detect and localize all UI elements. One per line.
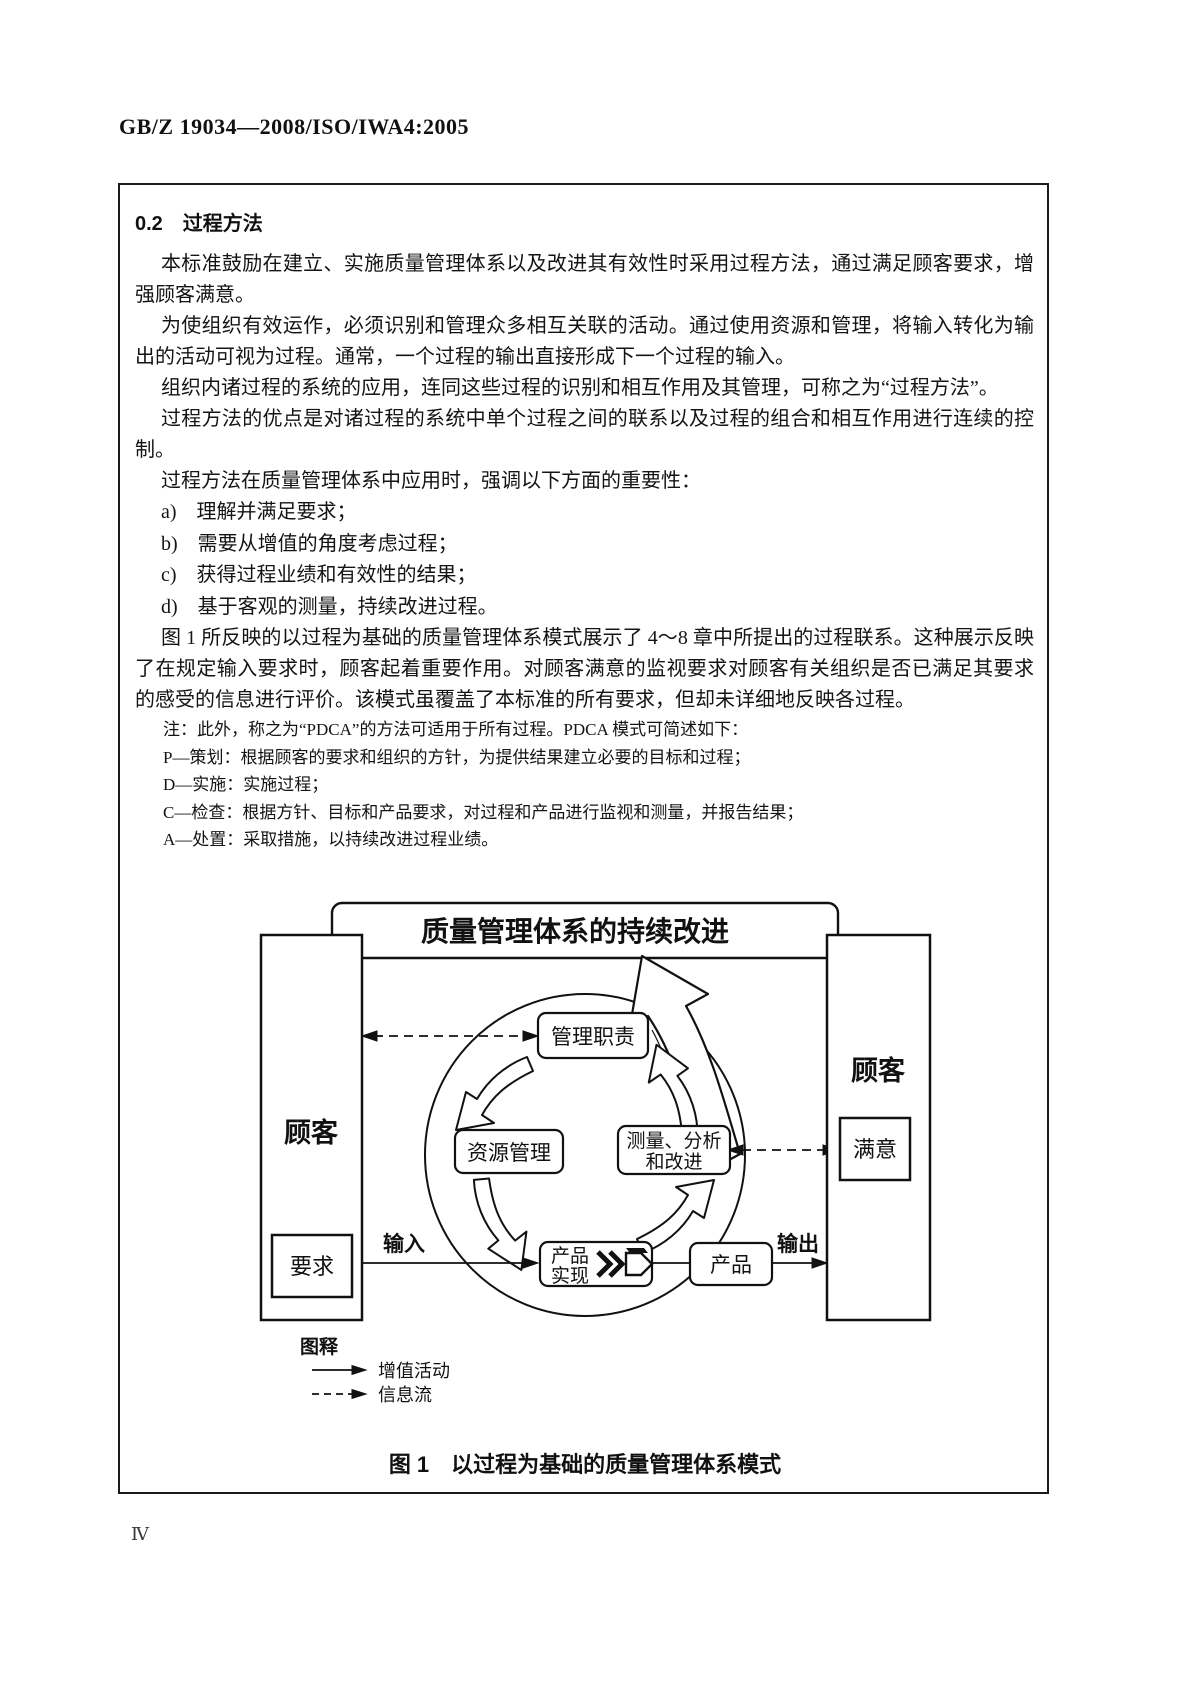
customer-left-label: 顾客 — [284, 1117, 339, 1148]
section-title: 0.2 过程方法 — [135, 213, 263, 235]
info-flow-customer-management — [360, 1030, 540, 1042]
list-item: c) 获得过程业绩和有效性的结果； — [161, 564, 477, 586]
paragraph: 过程方法在质量管理体系中应用时，强调以下方面的重要性： — [161, 470, 701, 492]
paragraph: 组织内诸过程的系统的应用，连同这些过程的识别和相互作用及其管理，可称之为“过程方… — [161, 377, 999, 399]
note-line: 注：此外，称之为“PDCA”的方法可适用于所有过程。PDCA 模式可简述如下： — [163, 720, 749, 739]
arrowhead — [351, 1364, 368, 1376]
legend-dashed-arrow — [312, 1388, 368, 1400]
input-label: 输入 — [383, 1232, 425, 1256]
paragraph: 过程方法的优点是对诸过程的系统中单个过程之间的联系以及过程的组合和相互作用进行连… — [135, 408, 1034, 461]
measurement-analysis-label-line2: 和改进 — [645, 1151, 702, 1173]
product-label: 产品 — [710, 1253, 752, 1277]
legend-solid-label: 增值活动 — [378, 1361, 450, 1381]
continual-improvement-box — [330, 901, 840, 960]
standard-number: GB/Z 19034—2008/ISO/IWA4:2005 — [119, 114, 470, 139]
legend-dashed-label: 信息流 — [378, 1385, 432, 1405]
arrowhead — [360, 1030, 378, 1042]
list-item: d) 基于客观的测量，持续改进过程。 — [161, 595, 498, 618]
legend-title: 图释 — [300, 1336, 339, 1358]
measurement-analysis-label-line1: 测量、分析 — [626, 1130, 721, 1152]
product-realization-label-line1: 产品 — [551, 1245, 589, 1267]
arrowhead — [351, 1388, 368, 1400]
satisfaction-box — [838, 1116, 912, 1182]
output-arrow — [772, 1257, 829, 1269]
note-line: D—实施：实施过程； — [163, 775, 329, 794]
content-box: 0.2 过程方法 本标准鼓励在建立、实施质量管理体系以及改进其有效性时采用过程方… — [118, 183, 1049, 1494]
cycle-arrow — [455, 1056, 534, 1131]
note-line: C—检查：根据方针、目标和产品要求，对过程和产品进行监视和测量，并报告结果； — [163, 802, 804, 822]
realization-chevron-icon — [596, 1248, 654, 1278]
customer-right-label: 顾客 — [851, 1055, 906, 1086]
paragraph: 图 1 所反映的以过程为基础的质量管理体系模式展示了 4～8 章中所提出的过程联… — [135, 627, 1034, 711]
arrowhead — [522, 1030, 540, 1042]
product-realization-label-line2: 实现 — [551, 1265, 589, 1287]
satisfaction-label: 满意 — [853, 1137, 897, 1162]
measurement-analysis-box — [616, 1124, 732, 1176]
cycle-arrow — [647, 1043, 699, 1140]
figure-caption: 图 1 以过程为基础的质量管理体系模式 — [389, 1452, 781, 1477]
arrowhead — [726, 1144, 744, 1156]
note-line: P—策划：根据顾客的要求和组织的方针，为提供结果建立必要的目标和过程； — [163, 747, 751, 767]
paragraph: 为使组织有效运作，必须识别和管理众多相互关联的活动。通过使用资源和管理，将输入转… — [135, 315, 1034, 368]
requirements-label: 要求 — [290, 1254, 334, 1279]
resource-management-label: 资源管理 — [467, 1141, 551, 1165]
management-responsibility-label: 管理职责 — [551, 1025, 635, 1049]
requirements-box — [270, 1233, 354, 1299]
page-number: Ⅳ — [131, 1524, 149, 1544]
output-label: 输出 — [777, 1232, 819, 1256]
list-item: a) 理解并满足要求； — [161, 501, 357, 523]
arrowhead — [811, 1257, 829, 1269]
continual-improvement-label: 质量管理体系的持续改进 — [421, 915, 729, 947]
cycle-arrow — [472, 1177, 528, 1271]
resource-management-box — [453, 1128, 565, 1175]
note-line: A—处置：采取措施，以持续改进过程业绩。 — [163, 830, 499, 849]
cycle-arrow — [636, 1179, 715, 1254]
management-responsibility-box — [536, 1011, 650, 1060]
product-box — [688, 1241, 774, 1287]
arrowhead — [522, 1257, 540, 1269]
body-text: 本标准鼓励在建立、实施质量管理体系以及改进其有效性时采用过程方法，通过满足顾客要… — [135, 249, 1034, 854]
legend-solid-arrow — [312, 1364, 368, 1376]
list-item: b) 需要从增值的角度考虑过程； — [161, 532, 458, 555]
paragraph: 本标准鼓励在建立、实施质量管理体系以及改进其有效性时采用过程方法，通过满足顾客要… — [135, 253, 1034, 306]
cycle-arrows — [455, 1043, 715, 1271]
input-arrow — [352, 1257, 540, 1269]
